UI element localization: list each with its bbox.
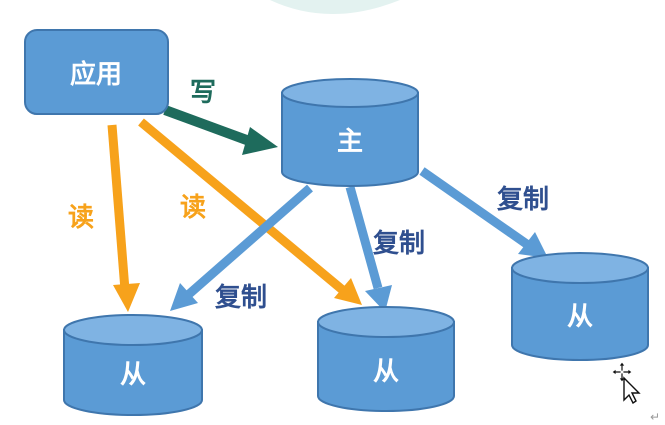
slave-left-node: 从 bbox=[63, 314, 203, 416]
master-node-label: 主 bbox=[337, 127, 363, 157]
read-arrow-left bbox=[107, 124, 140, 312]
app-node-label: 应用 bbox=[70, 59, 122, 90]
pointer-cursor-icon bbox=[623, 376, 641, 404]
replicate-arrow-middle bbox=[345, 185, 392, 312]
move-cursor-icon bbox=[612, 362, 641, 404]
arrows bbox=[107, 105, 548, 312]
write-label: 写 bbox=[190, 78, 216, 108]
replicate-label-right: 复制 bbox=[497, 185, 549, 215]
read-label-right: 读 bbox=[180, 193, 206, 223]
replicate-arrow-left bbox=[170, 184, 313, 311]
read-label-left: 读 bbox=[68, 203, 94, 233]
paragraph-mark: ↵ bbox=[650, 410, 661, 424]
slave-middle-node: 从 bbox=[317, 306, 455, 412]
slave-right-label: 从 bbox=[567, 302, 593, 332]
slave-middle-label: 从 bbox=[373, 357, 399, 387]
write-arrow bbox=[163, 105, 278, 155]
master-node: 主 bbox=[281, 78, 419, 187]
read-arrow-right bbox=[138, 118, 362, 305]
replicate-arrow-right bbox=[419, 167, 548, 258]
slave-right-node: 从 bbox=[511, 252, 649, 361]
replicate-label-left: 复制 bbox=[215, 283, 267, 313]
top-decorative-arc bbox=[270, 0, 400, 14]
replicate-label-middle: 复制 bbox=[373, 229, 425, 259]
app-node: 应用 bbox=[24, 29, 169, 115]
slave-left-label: 从 bbox=[120, 360, 146, 390]
